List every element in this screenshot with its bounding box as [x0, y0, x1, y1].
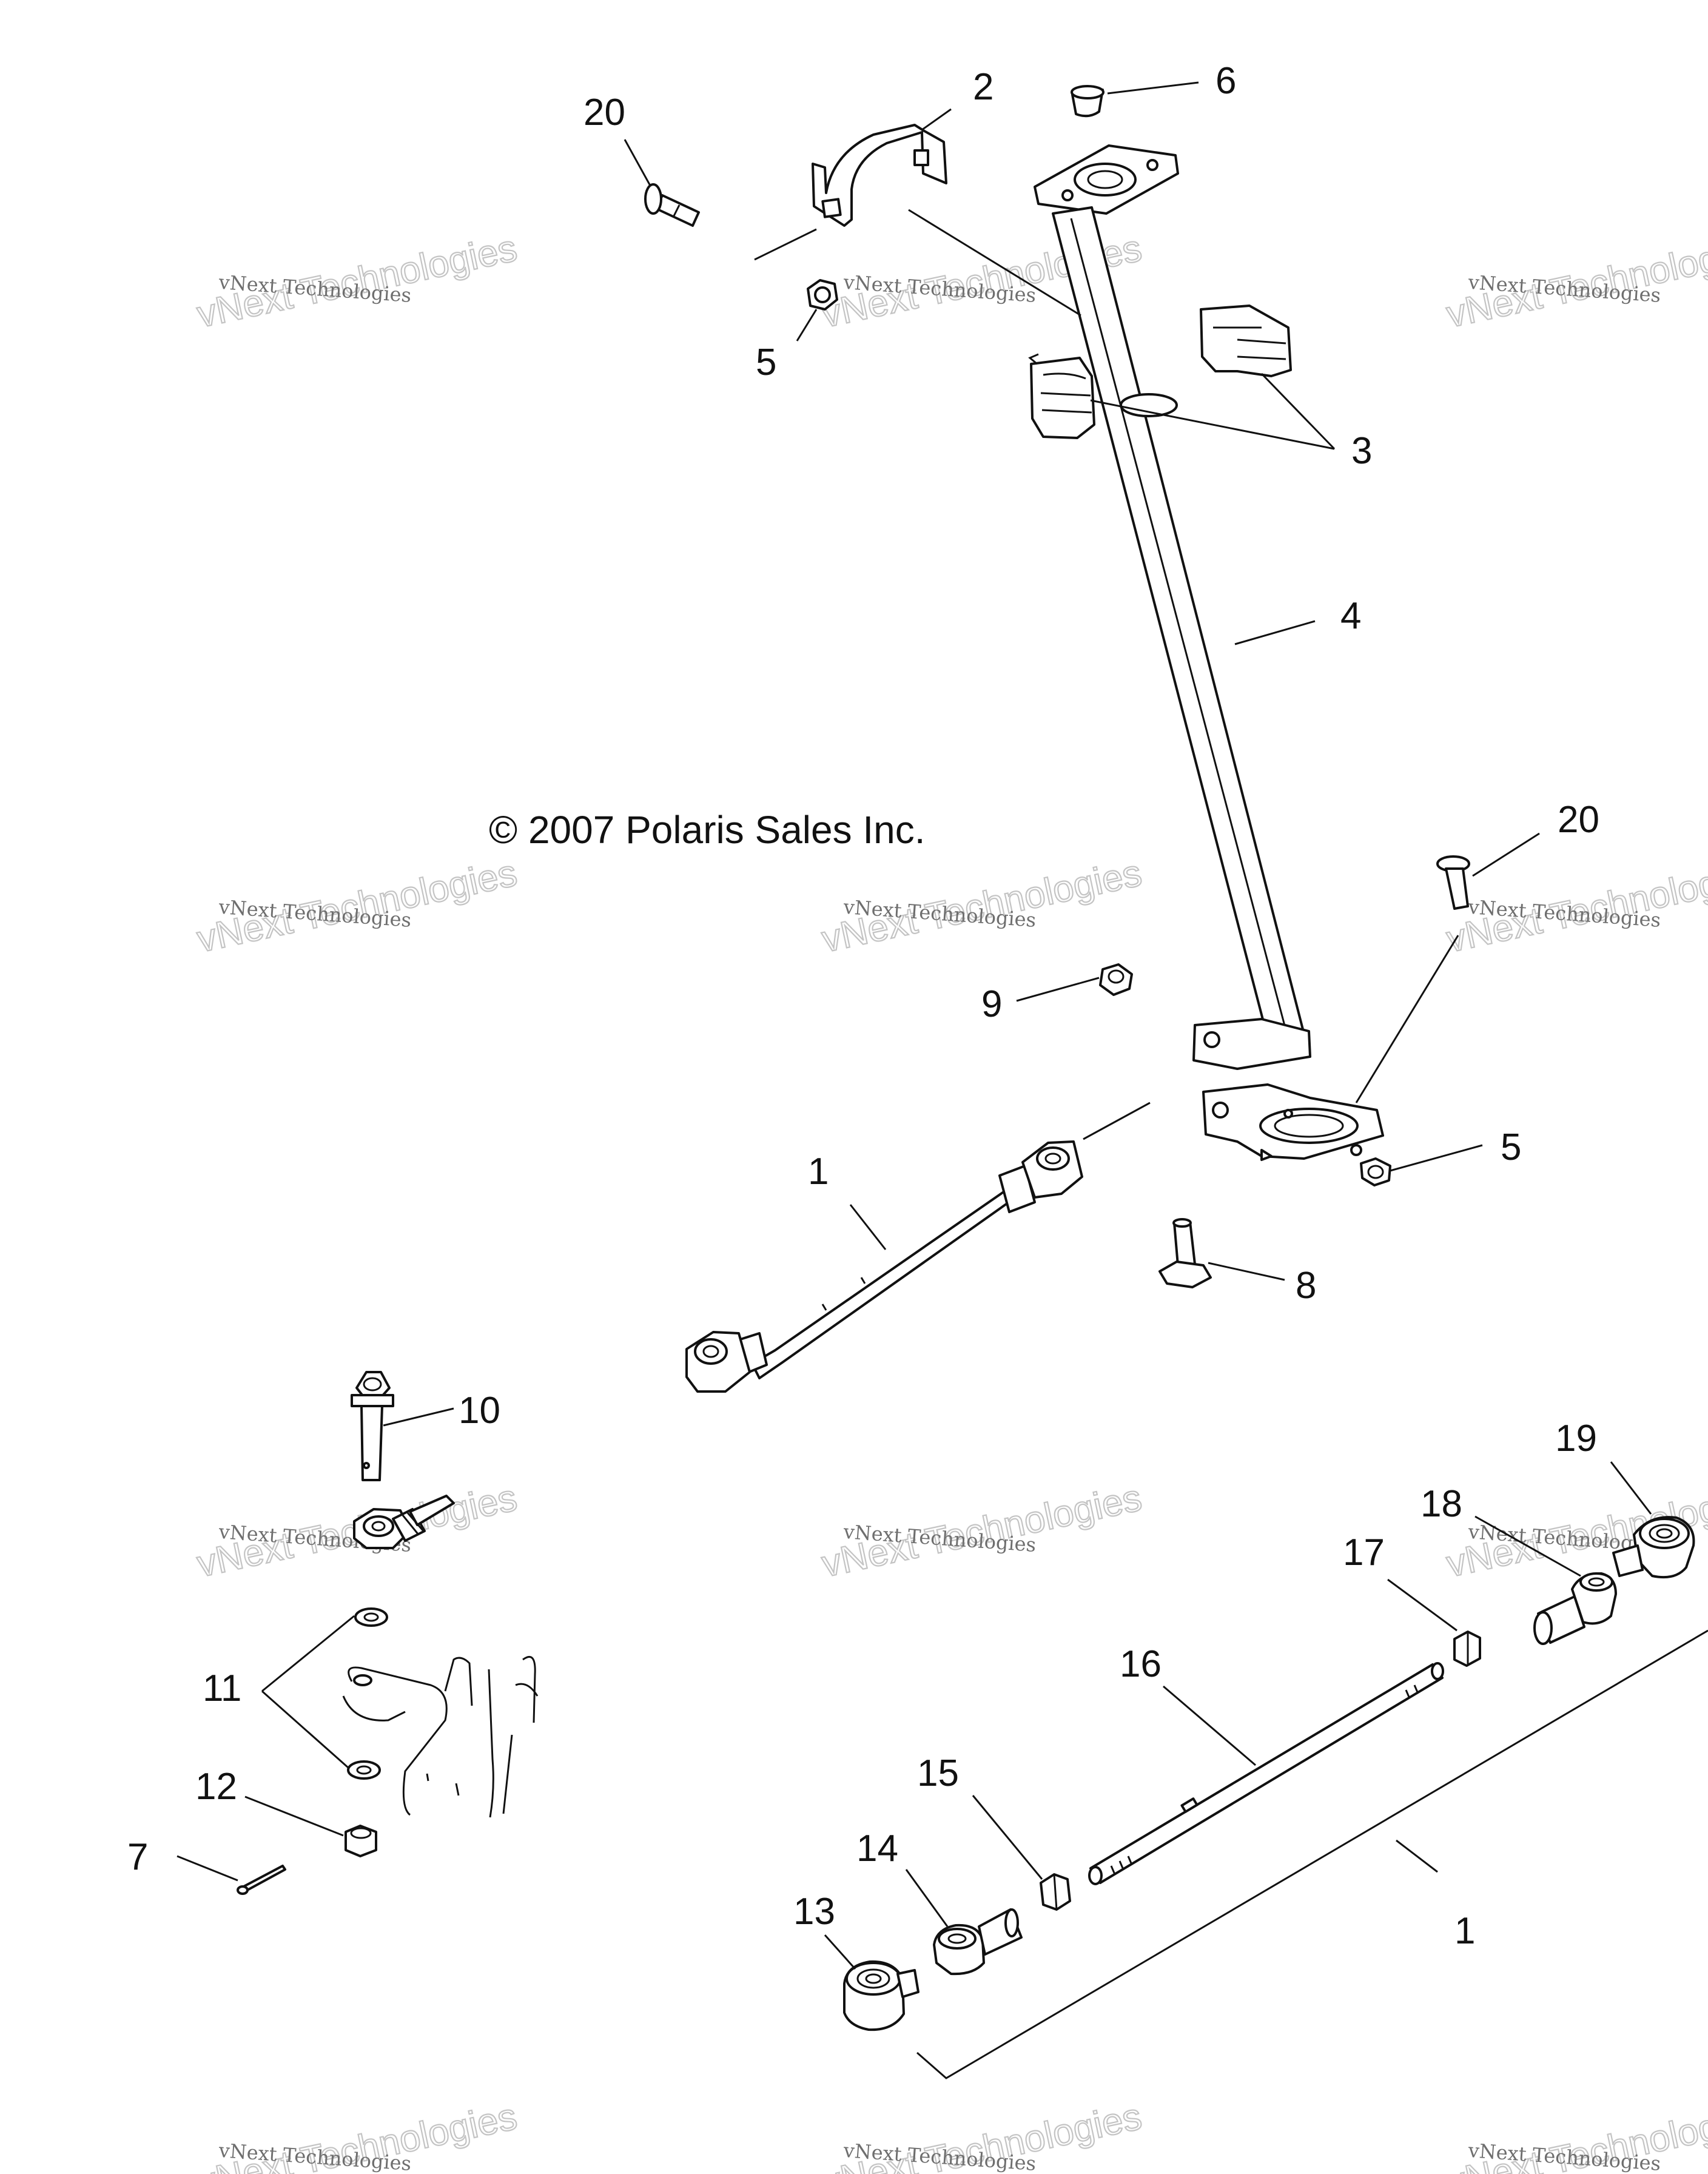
- leader-18: [1474, 1515, 1581, 1577]
- part-11-washer-top: [354, 1607, 388, 1627]
- watermark-layer: vNext Technologies vNext Technologies: [818, 2095, 1146, 2174]
- leader-5-right: [1390, 1144, 1483, 1172]
- part-20-bolt-right: [1436, 855, 1470, 910]
- leader-19: [1610, 1461, 1652, 1515]
- leader-7: [177, 1855, 238, 1882]
- leader-1-upper-b: [1083, 1102, 1151, 1140]
- watermark-layer: vNext Technologies vNext Technologies: [193, 851, 521, 961]
- leader-2: [921, 108, 952, 131]
- leader-16: [1163, 1685, 1256, 1766]
- part-7-cotter-pin: [237, 1865, 286, 1895]
- part-20-bolt-top: [644, 183, 700, 227]
- callout-10: 10: [459, 1390, 500, 1432]
- group-bracket-tie-rod-1: [916, 1629, 1708, 2079]
- leader-15: [972, 1795, 1043, 1880]
- callout-14: 14: [856, 1828, 898, 1869]
- leader-3-a: [1090, 399, 1335, 450]
- leader-1-upper: [849, 1204, 887, 1250]
- part-2-clamp: [812, 124, 947, 227]
- callout-20-top: 20: [583, 92, 625, 133]
- callout-17: 17: [1343, 1532, 1385, 1573]
- part-11-washer-bottom: [347, 1760, 381, 1780]
- part-18-rod-end: [1533, 1572, 1617, 1645]
- leader-9: [1016, 977, 1100, 1002]
- leader-11-a: [261, 1615, 355, 1692]
- part-6-cap: [1071, 85, 1104, 118]
- callout-6: 6: [1215, 60, 1236, 102]
- callout-5-top: 5: [756, 342, 776, 383]
- callout-4: 4: [1340, 595, 1361, 637]
- watermark-layer: vNext Technologies vNext Technologies: [818, 851, 1146, 961]
- part-5-nut-right: [1360, 1157, 1391, 1186]
- callout-11: 11: [203, 1668, 241, 1709]
- leader-lines: [177, 81, 1652, 1970]
- leader-14: [905, 1869, 949, 1927]
- watermark-layer: vNext Technologies vNext Technologies: [1442, 226, 1708, 336]
- part-3-bushing-right: [1200, 305, 1292, 377]
- part-16-tie-rod-tube: [1088, 1662, 1444, 1885]
- leader-8: [1208, 1262, 1285, 1281]
- part-19-ball-joint: [1612, 1516, 1695, 1579]
- callout-7: 7: [127, 1836, 148, 1878]
- leader-2-b: [908, 209, 1081, 317]
- callout-1-lower: 1: [1454, 1910, 1475, 1952]
- steering-arm-partial: [342, 1656, 539, 1818]
- watermark-layer: vNext Technologies vNext Technologies: [818, 1476, 1146, 1586]
- callout-15: 15: [917, 1752, 959, 1794]
- part-17-jam-nut: [1453, 1630, 1481, 1667]
- leader-10: [383, 1407, 454, 1427]
- callout-1-upper: 1: [808, 1151, 829, 1193]
- callout-18: 18: [1421, 1483, 1462, 1525]
- callout-9: 9: [981, 983, 1002, 1025]
- part-5-nut-top: [807, 279, 838, 311]
- callout-labels: 20 2 6 5 3 4 20 9 5 1 8 10 19 18 17 16 1…: [127, 60, 1599, 1952]
- part-8-bolt: [1158, 1218, 1212, 1288]
- part-4-steering-post: [1034, 144, 1309, 1058]
- callout-20-right: 20: [1558, 799, 1599, 841]
- part-15-jam-nut: [1040, 1873, 1071, 1911]
- leader-20-right-b: [1355, 935, 1459, 1103]
- callout-19: 19: [1555, 1418, 1597, 1459]
- watermark-layer: vNext Technologies vNext Technologies: [193, 226, 521, 336]
- callout-8: 8: [1296, 1265, 1316, 1307]
- leader-3-b: [1260, 372, 1336, 450]
- leader-12: [244, 1795, 344, 1837]
- callout-3: 3: [1351, 430, 1372, 472]
- leader-1-lower: [1396, 1839, 1438, 1873]
- watermark-layer: vNext Technologies vNext Technologies: [193, 2095, 521, 2174]
- callout-2: 2: [973, 66, 994, 108]
- part-14-rod-end: [933, 1908, 1023, 1976]
- watermark-layer: vNext Technologies vNext Technologies: [1442, 2095, 1708, 2174]
- leader-2-a: [754, 228, 817, 261]
- tie-rod-end-lower-left: [353, 1495, 455, 1549]
- leader-4: [1234, 620, 1316, 645]
- part-12-nut: [345, 1825, 377, 1857]
- callout-5-right: 5: [1501, 1126, 1521, 1168]
- copyright-notice: © 2007 Polaris Sales Inc.: [489, 808, 926, 852]
- part-10-bolt: [351, 1371, 394, 1481]
- leader-13: [824, 1934, 856, 1970]
- part-3-bushing-left: [1028, 353, 1095, 439]
- leader-11-b: [261, 1690, 349, 1769]
- leader-20-top: [624, 139, 651, 186]
- leader-5-top: [796, 309, 818, 342]
- callout-16: 16: [1120, 1643, 1162, 1685]
- part-9-nut: [1099, 963, 1133, 996]
- leader-6: [1107, 81, 1199, 95]
- part-4-lower-flange: [1192, 1018, 1384, 1161]
- leader-20-right: [1472, 832, 1540, 877]
- part-13-ball-joint: [843, 1960, 920, 2031]
- watermark-layer: vNext Technologies vNext Technologies: [1442, 851, 1708, 961]
- callout-12: 12: [195, 1766, 237, 1808]
- leader-17: [1387, 1578, 1458, 1632]
- callout-13: 13: [793, 1891, 835, 1933]
- part-1-tie-rod-upper: [685, 1140, 1083, 1393]
